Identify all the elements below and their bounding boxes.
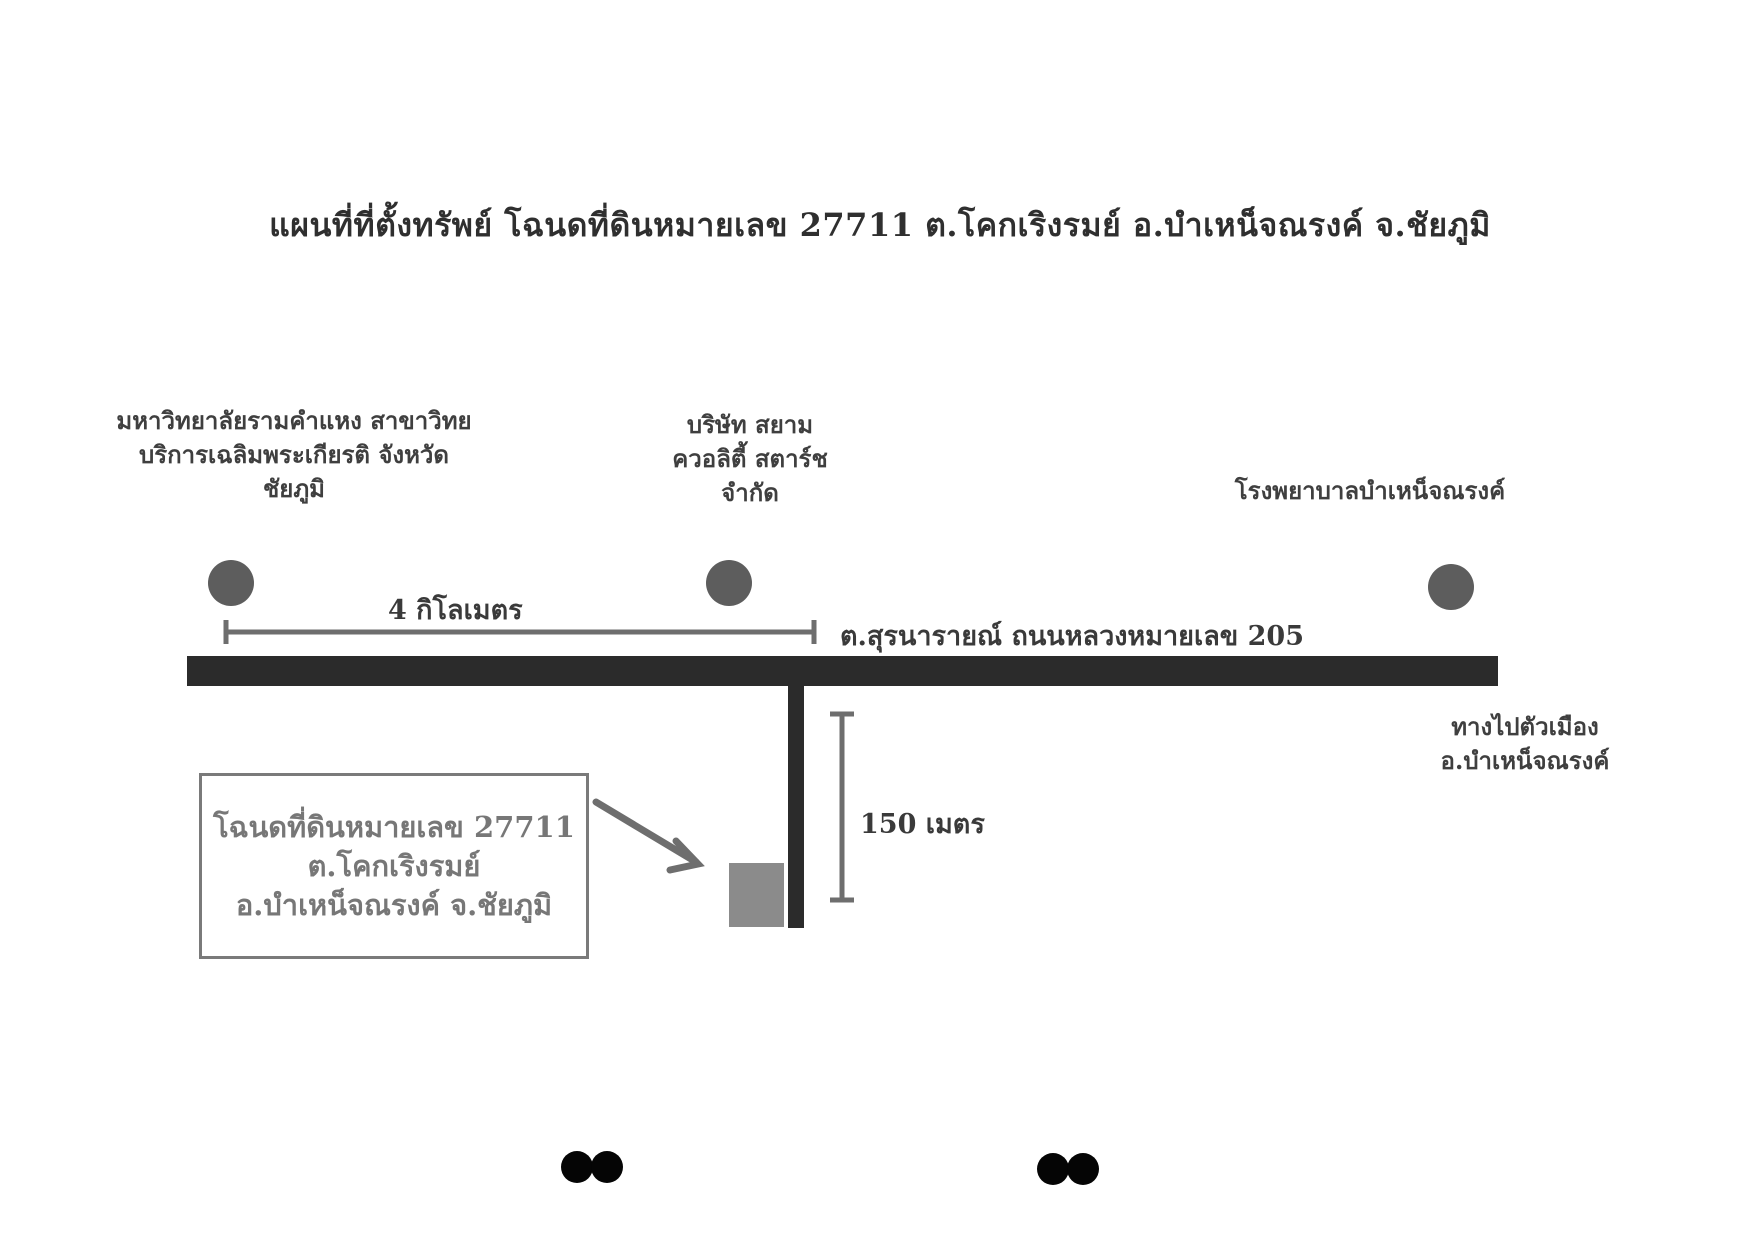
- road-label: ต.สุรนารายณ์ ถนนหลวงหมายเลข 205: [840, 621, 1304, 652]
- distance-label-horizontal: 4 กิโลเมตร: [388, 595, 523, 626]
- landmark-label-hospital: โรงพยาบาลบำเหน็จณรงค์: [1234, 476, 1506, 505]
- landmark-marker-hospital: [1428, 564, 1474, 610]
- punch-hole-mark: [561, 1151, 593, 1183]
- landmark-label-university: มหาวิทยาลัยรามคำแหง สาขาวิทย บริการเฉลิม…: [116, 406, 472, 503]
- scale-bar-horizontal: [223, 620, 817, 644]
- punch-hole-mark: [1067, 1153, 1099, 1185]
- distance-label-vertical: 150 เมตร: [860, 809, 985, 840]
- scale-bar-vertical: [830, 711, 854, 903]
- side-road: [788, 686, 804, 928]
- land-parcel-marker: [729, 863, 784, 927]
- map-title: แผนที่ที่ตั้งทรัพย์ โฉนดที่ดินหมายเลข 27…: [269, 206, 1491, 244]
- plot-label-text: โฉนดที่ดินหมายเลข 27711 ต.โคกเริงรมย์ อ.…: [213, 809, 575, 922]
- main-road: [187, 656, 1498, 686]
- landmark-label-company: บริษัท สยาม ควอลิตี้ สตาร์ช จำกัด: [672, 410, 828, 507]
- landmark-marker-university: [208, 560, 254, 606]
- landmark-marker-company: [706, 560, 752, 606]
- punch-hole-mark: [591, 1151, 623, 1183]
- direction-label: ทางไปตัวเมือง อ.บำเหน็จณรงค์: [1440, 712, 1610, 775]
- pointer-arrow: [592, 798, 705, 874]
- plot-label-box: โฉนดที่ดินหมายเลข 27711 ต.โคกเริงรมย์ อ.…: [199, 773, 589, 959]
- punch-hole-mark: [1037, 1153, 1069, 1185]
